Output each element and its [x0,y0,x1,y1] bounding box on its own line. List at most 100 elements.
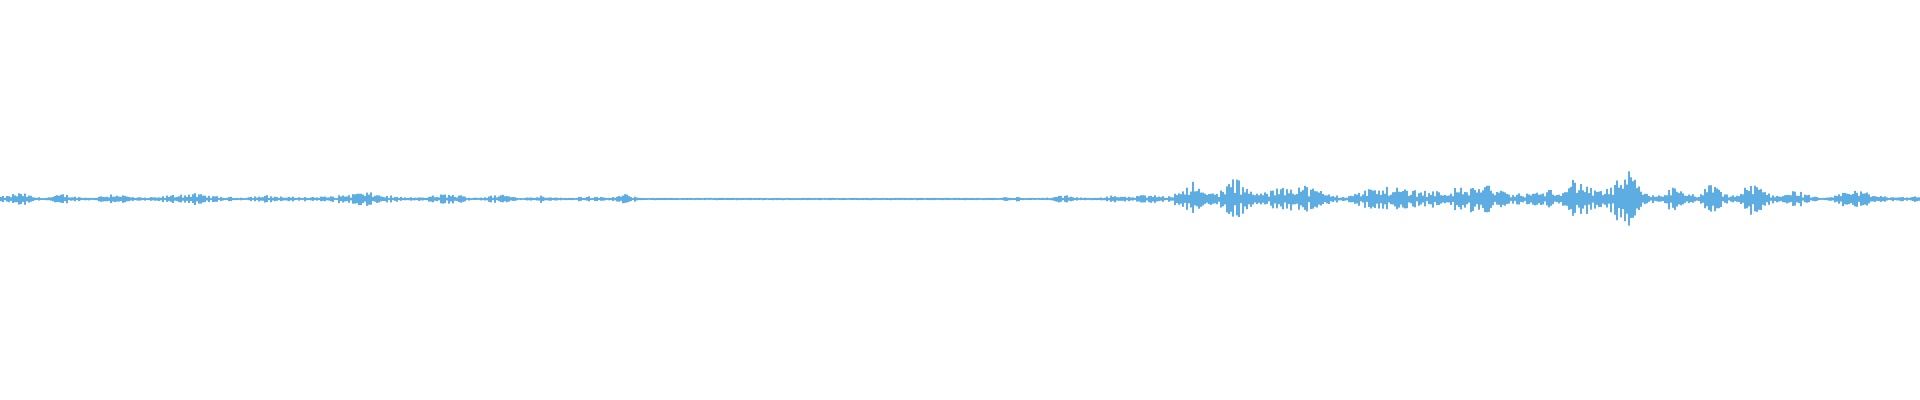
waveform-sample [1150,195,1152,203]
waveform-sample [824,197,826,200]
waveform-sample [1864,193,1866,205]
waveform-sample [1010,198,1012,201]
waveform-sample [1416,196,1418,202]
waveform-sample [912,198,914,200]
waveform-sample [1440,195,1442,204]
waveform-sample [298,197,300,201]
waveform-sample [1064,195,1066,202]
waveform-sample [936,198,938,200]
waveform-sample [218,197,220,200]
waveform-sample [1286,189,1288,209]
waveform-sample [314,197,316,200]
waveform-sample [140,197,142,201]
waveform-sample [1262,195,1264,203]
waveform-sample [1760,189,1762,210]
waveform-sample [504,196,506,202]
waveform-sample [1228,183,1230,214]
waveform-sample [1560,196,1562,202]
waveform-sample [176,197,178,202]
waveform-sample [1116,197,1118,201]
waveform-sample [954,197,956,201]
waveform-sample [426,197,428,201]
waveform-sample [254,196,256,202]
waveform-sample [1314,191,1316,207]
waveform-sample [958,197,960,200]
waveform-sample [1256,193,1258,204]
waveform-sample [580,197,582,201]
waveform-sample [1572,180,1574,216]
waveform-sample [986,198,988,200]
waveform-sample [1120,196,1122,201]
waveform-sample [418,197,420,201]
waveform-sample [1902,197,1904,202]
waveform-sample [1682,193,1684,205]
waveform-sample [1916,197,1918,202]
waveform-sample [414,197,416,201]
waveform-sample [118,196,120,202]
waveform-sample [826,198,828,200]
waveform-sample [1886,197,1888,201]
waveform-sample [1272,190,1274,209]
waveform-sample [1318,192,1320,205]
waveform-sample [354,194,356,204]
waveform-sample [1658,195,1660,202]
waveform-sample [1190,191,1192,208]
waveform-sample [874,197,876,200]
waveform-sample [1636,188,1638,209]
waveform-sample [400,196,402,201]
waveform-sample [404,197,406,201]
waveform-sample [1480,192,1482,205]
waveform-sample [1244,192,1246,207]
waveform-sample [116,195,118,202]
waveform-sample [1808,194,1810,203]
waveform-sample [1634,179,1636,216]
waveform-sample [1642,194,1644,203]
waveform-samples [0,171,1920,226]
waveform-sample [1668,190,1670,210]
waveform-sample [1708,185,1710,210]
waveform-sample [588,196,590,202]
waveform-sample [864,198,866,200]
waveform-sample [1810,197,1812,201]
waveform-sample [496,197,498,201]
waveform-sample [1386,186,1388,210]
waveform-sample [996,198,998,200]
waveform-sample [372,197,374,201]
waveform-sample [964,197,966,201]
waveform-sample [1748,191,1750,207]
waveform-sample [1464,192,1466,208]
waveform-sample [764,197,766,200]
waveform-sample [1696,197,1698,201]
waveform-sample [646,198,648,200]
waveform-sample [742,198,744,200]
waveform-sample [1396,187,1398,210]
waveform-sample [1176,195,1178,203]
waveform-sample [386,195,388,203]
waveform-sample [1008,197,1010,201]
waveform-sample [832,197,834,200]
waveform-sample [972,197,974,200]
waveform-sample [220,197,222,201]
waveform-sample [174,197,176,201]
waveform-sample [436,197,438,202]
waveform-sample [1750,186,1752,215]
waveform-sample [1202,192,1204,206]
waveform-sample [1528,194,1530,204]
waveform-sample [240,197,242,201]
waveform-sample [552,198,554,200]
waveform-sample [1686,195,1688,202]
waveform-sample [1022,198,1024,201]
waveform-sample [1126,197,1128,201]
waveform-sample [518,198,520,200]
waveform-sample [536,197,538,201]
waveform-sample [558,198,560,200]
waveform-sample [6,196,8,202]
waveform-sample [694,198,696,201]
waveform-sample [480,197,482,201]
waveform-sample [380,196,382,202]
waveform-sample [1540,194,1542,206]
waveform-sample [680,198,682,200]
waveform-sample [1510,197,1512,201]
waveform-sample [514,197,516,201]
waveform-sample [1500,190,1502,208]
